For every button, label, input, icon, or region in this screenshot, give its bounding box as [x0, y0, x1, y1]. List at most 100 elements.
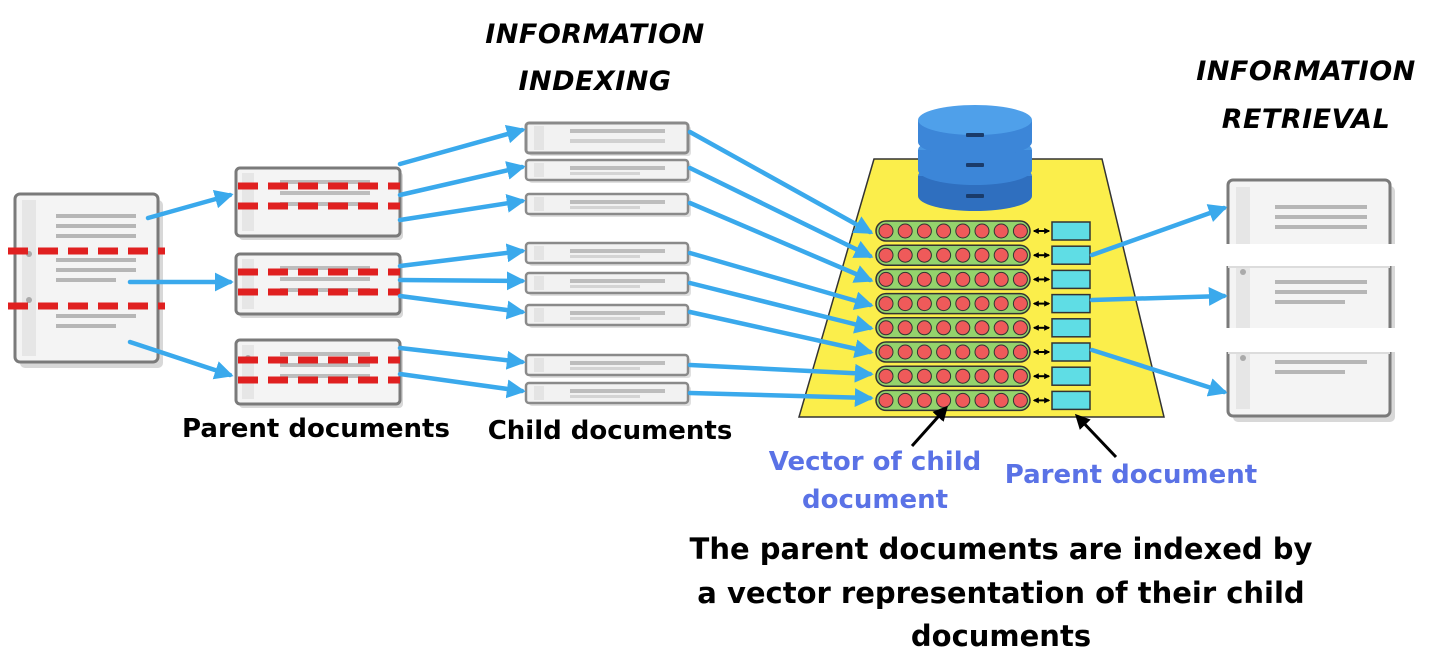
child-document-icon [524, 381, 691, 406]
heading-retrieval-line1: INFORMATION [1196, 56, 1416, 87]
vector-dot [897, 223, 913, 239]
flow-arrow [687, 388, 874, 408]
vector-dot [993, 247, 1009, 263]
vector-dot [993, 271, 1009, 287]
vector-row [875, 244, 1091, 266]
vector-dot [916, 368, 932, 384]
flow-arrow [397, 293, 526, 320]
vector-dot [897, 271, 913, 287]
flow-arrow [687, 309, 874, 358]
flow-arrow [1089, 287, 1228, 306]
flow-arrow [687, 200, 874, 283]
flow-arrow [1089, 204, 1228, 258]
parent-pointer-box [1051, 269, 1091, 290]
caption-line2: a vector representation of their child [697, 576, 1304, 610]
vector-dot [974, 296, 990, 312]
vector-dot [936, 296, 952, 312]
vector-dot [993, 223, 1009, 239]
parent-document-icon [234, 338, 403, 408]
vector-rows [875, 220, 1091, 412]
caption-line1: The parent documents are indexed by [690, 532, 1313, 566]
caption-line3: documents [911, 619, 1091, 653]
vector-dot [897, 344, 913, 360]
flow-arrows [127, 124, 1228, 408]
vector-bar [875, 317, 1031, 339]
vector-dot [897, 320, 913, 336]
database-icon [918, 105, 1032, 211]
retrieved-document-icon [1226, 178, 1395, 422]
vector-dot [955, 368, 971, 384]
vector-dot [955, 223, 971, 239]
vector-dot [974, 223, 990, 239]
vector-dot [974, 344, 990, 360]
label-child-documents: Child documents [488, 416, 733, 446]
flow-arrow [397, 161, 526, 198]
parent-pointer-box [1051, 221, 1091, 241]
vector-dot [916, 271, 932, 287]
source-split-lines [8, 247, 165, 310]
vector-dot [916, 223, 932, 239]
parent-pointer-box [1051, 318, 1091, 338]
vector-bar [875, 268, 1031, 291]
vector-dot [916, 392, 932, 408]
parent-pointer-box [1051, 366, 1091, 386]
heading-indexing-line1: INFORMATION [485, 19, 705, 50]
child-document-icon [524, 121, 691, 156]
vector-dot [974, 392, 990, 408]
vector-dot [878, 344, 894, 360]
vector-dot [955, 296, 971, 312]
vector-bar [875, 244, 1031, 266]
vector-row [875, 220, 1091, 242]
parent-pointer-box [1051, 390, 1091, 411]
child-document-icon [524, 241, 691, 266]
label-vector-of-child-line1: Vector of child [769, 447, 982, 477]
vector-dot [993, 368, 1009, 384]
pointer-arrow-parent [1074, 413, 1118, 459]
parent-pointer-box [1051, 293, 1091, 314]
vector-dot [878, 247, 894, 263]
flow-arrow [687, 165, 874, 259]
flow-arrow [1089, 347, 1228, 397]
child-document-icon [524, 271, 691, 296]
source-document-icon [13, 192, 163, 368]
vector-dot [974, 247, 990, 263]
vector-dot [955, 320, 971, 336]
vector-dot [1012, 320, 1028, 336]
flow-arrow [397, 271, 526, 291]
flow-arrow [687, 362, 874, 383]
vector-dot [1012, 344, 1028, 360]
heading-retrieval-line2: RETRIEVAL [1222, 104, 1391, 135]
flow-arrow [145, 189, 234, 221]
parent-documents [234, 166, 403, 408]
vector-dot [878, 392, 894, 408]
flow-arrow [397, 124, 526, 167]
vector-dot [878, 296, 894, 312]
vector-dot [993, 344, 1009, 360]
vector-dot [916, 320, 932, 336]
vector-dot [1012, 247, 1028, 263]
vector-dot [916, 344, 932, 360]
vector-bar [875, 389, 1031, 412]
vector-dot [974, 320, 990, 336]
vector-dot [993, 392, 1009, 408]
vector-bar [875, 341, 1031, 363]
vector-dot [916, 247, 932, 263]
flow-arrow [397, 193, 526, 223]
label-parent-documents: Parent documents [182, 414, 450, 444]
vector-dot [993, 296, 1009, 312]
vector-dot [1012, 296, 1028, 312]
vector-dot [1012, 368, 1028, 384]
retrieved-gaps [1220, 244, 1400, 352]
heading-indexing-line2: INDEXING [518, 66, 671, 97]
vector-dot [916, 296, 932, 312]
child-documents [524, 121, 691, 406]
retrieved-document-edges [1228, 266, 1390, 361]
vector-dot [878, 368, 894, 384]
vector-dot [955, 271, 971, 287]
vector-dot [974, 271, 990, 287]
flow-arrow [397, 345, 526, 370]
vector-bar [875, 365, 1031, 387]
vector-dot [878, 271, 894, 287]
parent-pointer-box [1051, 245, 1091, 265]
vector-dot [955, 392, 971, 408]
